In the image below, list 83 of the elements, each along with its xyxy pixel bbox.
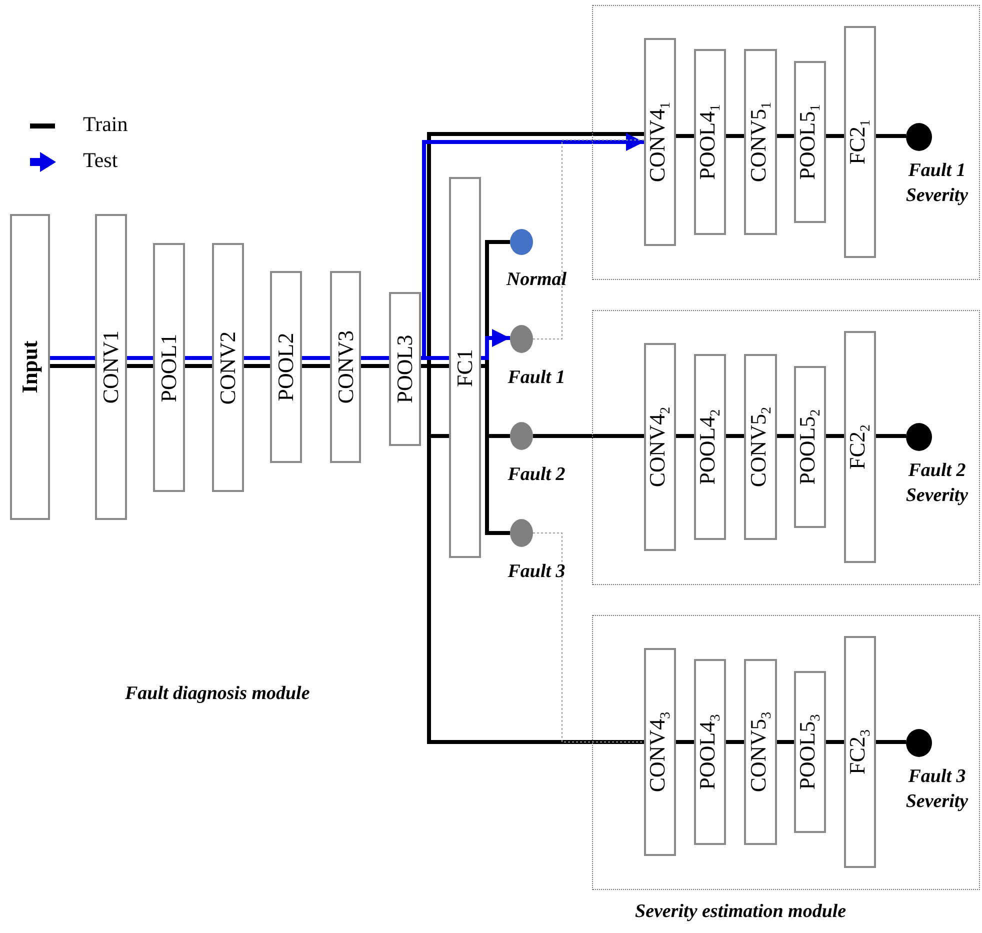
output-label: Fault 3: [506, 560, 566, 584]
layer-box: [794, 61, 826, 223]
layer-box: [844, 636, 876, 868]
connector-line: [361, 356, 389, 360]
legend-label: Train: [83, 112, 128, 137]
layer-box: [844, 331, 876, 563]
layer-box: [744, 354, 777, 540]
layer-box: [10, 214, 50, 520]
layer-box: [644, 38, 676, 246]
layer-box: [844, 26, 876, 258]
layer-label: CONV3: [334, 330, 356, 404]
connector-line: [244, 364, 270, 368]
layer-box: [389, 292, 421, 446]
connector-line: [826, 740, 844, 744]
module-panel: [592, 615, 980, 890]
connector-line: [876, 134, 906, 138]
layer-box: [153, 243, 185, 492]
connector-line: [777, 740, 794, 744]
layer-box: [744, 49, 777, 235]
layer-box: [694, 659, 726, 845]
connector-line: [826, 134, 844, 138]
connector-line: [676, 434, 694, 438]
layer-label: POOL2: [275, 332, 297, 402]
connector-line: [726, 740, 744, 744]
connector-line: [826, 434, 844, 438]
output-label: Fault 1 Severity: [904, 159, 970, 208]
legend-label: Test: [83, 148, 118, 173]
connector-line: [127, 364, 153, 368]
connector-line: [302, 356, 330, 360]
output-circle: [510, 325, 533, 353]
connector-line: [244, 356, 270, 360]
connector-line: [532, 140, 644, 340]
connector-line: [302, 364, 330, 368]
layer-label: CONV2: [217, 330, 239, 404]
layer-box: [330, 271, 361, 463]
connector-line: [676, 134, 694, 138]
layer-label: POOL1: [158, 333, 180, 402]
output-label: Fault 2: [506, 463, 566, 487]
layer-box: [794, 366, 826, 528]
output-label: Normal: [505, 268, 568, 292]
connector-line: [127, 356, 153, 360]
module-panel: [592, 5, 980, 280]
connector-line: [777, 434, 794, 438]
connector-line: [533, 434, 644, 438]
layer-box: [449, 177, 481, 558]
output-circle: [510, 229, 533, 255]
layer-label: Input: [19, 340, 41, 394]
connector-line: [676, 740, 694, 744]
arrow: [481, 329, 510, 360]
output-label: Fault 1: [506, 366, 566, 390]
layer-label: FC1: [454, 348, 476, 386]
layer-box: [744, 659, 777, 845]
layer-label: CONV1: [100, 330, 122, 404]
layer-box: [212, 243, 244, 492]
connector-line: [185, 364, 212, 368]
connector-line: [50, 364, 95, 368]
output-label: Fault 2 Severity: [904, 459, 970, 508]
layer-label: POOL3: [394, 334, 416, 404]
layer-box: [694, 49, 726, 235]
connector-line: [532, 532, 644, 742]
layer-box: [644, 343, 676, 551]
output-circle: [906, 423, 932, 451]
layer-box: [794, 671, 826, 833]
connector-line: [876, 740, 906, 744]
output-circle: [510, 519, 533, 547]
connector-line: [185, 356, 212, 360]
layer-box: [270, 271, 302, 463]
connector-line: [876, 434, 906, 438]
connector-line: [726, 434, 744, 438]
layer-box: [95, 214, 127, 520]
module-caption: Fault diagnosis module: [125, 683, 310, 705]
output-circle: [906, 729, 932, 757]
output-circle: [906, 123, 932, 151]
output-label: Fault 3 Severity: [904, 765, 970, 814]
module-caption: Severity estimation module: [635, 901, 846, 923]
connector-line: [777, 134, 794, 138]
connector-line: [361, 364, 389, 368]
layer-box: [644, 648, 676, 856]
layer-box: [694, 354, 726, 540]
connector-line: [50, 356, 95, 360]
output-circle: [510, 422, 533, 450]
connector-line: [726, 134, 744, 138]
module-panel: [592, 310, 980, 585]
